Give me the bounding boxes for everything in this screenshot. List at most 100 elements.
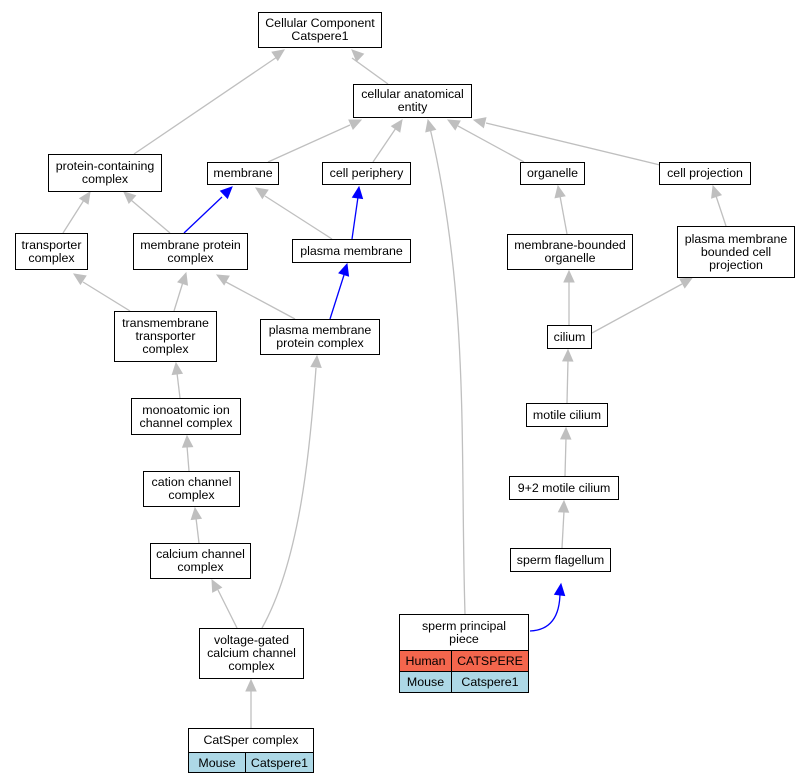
node-label: monoatomic ion channel complex (139, 402, 233, 430)
edge-cellperiphery-cae-arrowhead (390, 119, 403, 133)
edge-membrane-cae (267, 124, 351, 163)
node-voltage-gated-calcium-channel-complex[interactable]: voltage-gated calcium channel complex (199, 628, 304, 679)
edge-spp-spermflagellum-arrowhead (553, 582, 566, 597)
node-sperm-principal-piece[interactable]: sperm principal piece Human CATSPERE Mou… (399, 614, 529, 693)
edge-pmpc-mpc-arrowhead (215, 274, 230, 286)
node-label: protein-containing complex (55, 159, 155, 186)
node-transporter-complex[interactable]: transporter complex (15, 233, 88, 270)
edge-organelle-cae-arrowhead (446, 119, 461, 131)
edge-cacc-ccc (195, 517, 200, 544)
node-label: cell projection (667, 166, 743, 180)
edge-pmpc-pm (329, 274, 345, 320)
node-membrane[interactable]: membrane (207, 162, 279, 185)
node-label: transmembrane transporter complex (122, 316, 209, 356)
node-label: calcium channel complex (156, 547, 245, 574)
edge-ninetwo-motilecilium-arrowhead (559, 426, 572, 440)
node-monoatomic-ion-channel-complex[interactable]: monoatomic ion channel complex (131, 398, 241, 435)
node-label: organelle (527, 166, 578, 180)
node-label: Cellular Component Catspere1 (265, 16, 375, 43)
edge-cae-root-arrowhead (351, 49, 365, 63)
node-cilium[interactable]: cilium (547, 325, 592, 349)
gene-cell: Catspere1 (461, 675, 519, 689)
edge-mpc-pcc (130, 199, 171, 234)
node-label: transporter complex (21, 237, 82, 265)
edge-transporter-pcc (62, 199, 85, 234)
node-cell-periphery[interactable]: cell periphery (322, 162, 411, 185)
edge-miocc-tmtc (176, 372, 181, 399)
node-label: cation channel complex (151, 475, 232, 502)
edge-tmtc-transporter-arrowhead (72, 273, 87, 286)
node-transmembrane-transporter-complex[interactable]: transmembrane transporter complex (114, 311, 217, 362)
edge-vgcc-pmpc-arrowhead (310, 354, 322, 368)
edge-spermflagellum-ninetwo-arrowhead (557, 499, 570, 513)
edge-organelle-cae (457, 125, 525, 163)
gene-node-title: sperm principal piece (400, 615, 528, 651)
node-label: plasma membrane (300, 243, 403, 258)
edge-pmpc-pm-arrowhead (338, 262, 350, 277)
edge-pm-cellperiphery (351, 196, 359, 240)
gene-row-mouse: Mouse Catspere1 (400, 672, 528, 692)
node-cellular-component-root[interactable]: Cellular Component Catspere1 (258, 12, 382, 48)
node-cellular-anatomical-entity[interactable]: cellular anatomical entity (353, 84, 472, 118)
node-membrane-bounded-organelle[interactable]: membrane-bounded organelle (507, 234, 633, 270)
node-catsper-complex[interactable]: CatSper complex Mouse Catspere1 (188, 728, 314, 773)
edge-motilecilium-cilium (566, 359, 569, 404)
node-cation-channel-complex[interactable]: cation channel complex (143, 471, 240, 507)
node-plasma-membrane-protein-complex[interactable]: plasma membrane protein complex (260, 319, 380, 355)
node-label: voltage-gated calcium channel complex (207, 633, 296, 673)
edge-pm-membrane (264, 195, 333, 240)
node-plasma-membrane[interactable]: plasma membrane (292, 239, 411, 263)
edge-mpc-membrane (183, 196, 223, 234)
edge-cellprojection-cae-arrowhead (472, 117, 487, 129)
node-motile-cilium[interactable]: motile cilium (526, 403, 608, 427)
edge-cellprojection-cae (485, 122, 661, 166)
edge-tmtc-mpc-arrowhead (177, 271, 189, 286)
edge-mbo-organelle (559, 195, 568, 235)
edge-spermflagellum-ninetwo (561, 510, 565, 549)
edge-vgcc-cacc-arrowhead (211, 578, 223, 593)
node-organelle[interactable]: organelle (520, 162, 585, 185)
node-label: cilium (553, 329, 586, 344)
node-label: 9+2 motile cilium (517, 480, 611, 495)
edge-ccc-miocc (186, 445, 190, 472)
edge-pmbcp-cellprojection-arrowhead (711, 184, 723, 199)
edge-mbo-organelle-arrowhead (554, 184, 566, 199)
edge-mpc-pcc-arrowhead (123, 191, 137, 204)
gene-row-human: Human CATSPERE (400, 651, 528, 672)
edge-mpc-membrane-arrowhead (219, 186, 233, 200)
node-cell-projection[interactable]: cell projection (659, 162, 751, 185)
node-label: cellular anatomical entity (361, 87, 464, 114)
node-label: plasma membrane protein complex (268, 323, 372, 350)
node-label: motile cilium (532, 407, 602, 422)
node-calcium-channel-complex[interactable]: calcium channel complex (150, 543, 251, 579)
edge-pmpc-mpc (225, 281, 296, 320)
node-plasma-membrane-bounded-cell-projection[interactable]: plasma membrane bounded cell projection (677, 226, 795, 278)
edge-vgcc-cacc (217, 589, 238, 629)
node-label: membrane protein complex (140, 237, 241, 265)
edge-ccc-miocc-arrowhead (181, 434, 194, 448)
gene-cell: CATSPERE (457, 654, 523, 668)
edge-cilium-mbo-arrowhead (563, 269, 575, 283)
node-sperm-flagellum[interactable]: sperm flagellum (510, 548, 611, 572)
edge-miocc-tmtc-arrowhead (171, 361, 184, 376)
edge-tmtc-mpc (173, 281, 184, 312)
edge-tmtc-transporter (82, 281, 131, 312)
edge-catsper-vgcc-arrowhead (245, 678, 257, 692)
edge-pm-cellperiphery-arrowhead (351, 185, 364, 200)
node-protein-containing-complex[interactable]: protein-containing complex (48, 154, 162, 192)
species-cell: Mouse (189, 753, 246, 772)
gene-row-mouse: Mouse Catspere1 (189, 753, 313, 772)
gene-cell: Catspere1 (250, 755, 309, 770)
edge-pcc-root (133, 56, 278, 155)
species-cell: Mouse (400, 672, 452, 692)
edge-transporter-pcc-arrowhead (78, 190, 91, 205)
edge-spp-cae-arrowhead (425, 118, 437, 133)
edge-pm-membrane-arrowhead (254, 187, 269, 200)
edge-pcc-root-arrowhead (271, 49, 285, 62)
gene-node-title: CatSper complex (189, 729, 313, 753)
node-membrane-protein-complex[interactable]: membrane protein complex (133, 233, 248, 270)
edge-vgcc-pmpc (261, 367, 317, 629)
node-9-2-motile-cilium[interactable]: 9+2 motile cilium (509, 476, 619, 500)
edge-motilecilium-cilium-arrowhead (562, 348, 574, 362)
